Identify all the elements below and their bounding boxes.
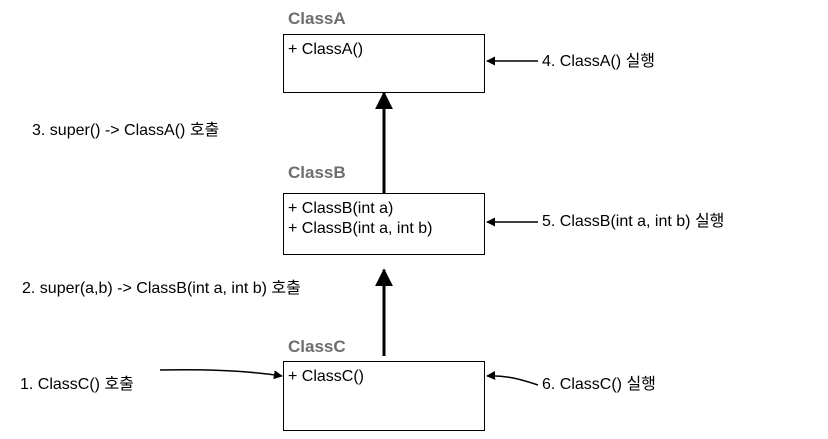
class-b-method-1: + ClassB(int a) (288, 200, 394, 217)
step-1-label: 1. ClassC() 호출 (20, 376, 134, 393)
step-3-label: 3. super() -> ClassA() 호출 (32, 122, 220, 139)
class-b-title: ClassB (288, 163, 346, 182)
step-6-label: 6. ClassC() 실행 (542, 376, 656, 393)
class-a-box: + ClassA() (283, 34, 485, 93)
class-a-title: ClassA (288, 9, 346, 28)
step-4-label: 4. ClassA() 실행 (542, 53, 656, 70)
class-c-method: + ClassC() (288, 368, 365, 385)
class-b-box: + ClassB(int a) + ClassB(int a, int b) (283, 193, 485, 255)
arrow-step1 (159, 369, 283, 380)
class-c-title: ClassC (288, 337, 346, 356)
class-c-box: + ClassC() (283, 361, 485, 431)
class-a-method: + ClassA() (288, 41, 364, 58)
class-b-method-2: + ClassB(int a, int b) (288, 220, 433, 237)
step-5-label: 5. ClassB(int a, int b) 실행 (542, 213, 725, 230)
arrow-step6 (486, 371, 539, 386)
step-2-label: 2. super(a,b) -> ClassB(int a, int b) 호출 (22, 280, 301, 297)
